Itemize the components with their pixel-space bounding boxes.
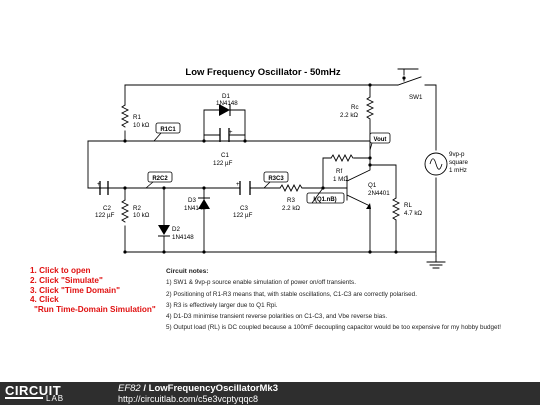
probe-iq1: I(Q1.nB) (313, 197, 336, 203)
label-r1-value: 10 kΩ (133, 122, 150, 129)
label-source-line3: 1 mHz (449, 167, 467, 174)
instruction-step-3: 3. Click "Time Domain" (30, 285, 120, 295)
label-c1-name: C1 (221, 152, 229, 159)
probe-vout: Vout (374, 137, 387, 143)
label-c3-value: 122 µF (233, 212, 253, 219)
label-r2-value: 10 kΩ (133, 212, 150, 219)
probe-r1c1: R1C1 (160, 127, 176, 133)
svg-text:+: + (97, 182, 101, 188)
note-2: 2) Positioning of R1-R3 means that, with… (166, 290, 417, 298)
label-sw1: SW1 (409, 94, 423, 101)
label-c2-value: 122 µF (95, 212, 115, 219)
circuitlab-logo-sub: LAB (46, 394, 65, 403)
probe-r3c3: R3C3 (268, 176, 284, 182)
footer-separator: / (140, 383, 149, 394)
footer-title[interactable]: EF82 / LowFrequencyOscillatorMk3 (118, 383, 278, 394)
svg-text:+: + (229, 130, 233, 136)
label-rc-value: 2.2 kΩ (340, 112, 358, 119)
label-r1-name: R1 (133, 114, 141, 121)
circuitlab-logo[interactable]: CIRCUIT (5, 383, 62, 398)
label-rf-name: Rf (336, 168, 342, 175)
note-3: 3) R3 is effectively larger due to Q1 Rp… (166, 301, 278, 309)
label-d1-name: D1 (222, 93, 230, 100)
instruction-step-4: 4. Click (30, 295, 59, 305)
note-5: 5) Output load (RL) is DC coupled becaus… (166, 324, 501, 332)
notes-heading: Circuit notes: (166, 268, 209, 275)
label-d1-value: 1N4148 (216, 100, 238, 107)
label-d2-name: D2 (172, 226, 180, 233)
label-rf-value: 1 MΩ (333, 176, 348, 183)
instruction-step-1: 1. Click to open (30, 266, 91, 275)
label-r3-name: R3 (287, 197, 295, 204)
label-r2-name: R2 (133, 205, 141, 212)
probe-r2c2: R2C2 (152, 176, 168, 182)
logo-underline (5, 397, 43, 399)
label-q1-name: Q1 (368, 182, 377, 189)
instruction-step-4-detail: "Run Time-Domain Simulation" (34, 305, 156, 315)
label-c2-name: C2 (103, 205, 111, 212)
circuit-title: Low Frequency Oscillator - 50mHz (185, 67, 340, 78)
note-4: 4) D1-D3 minimise transient reverse pola… (166, 313, 388, 321)
note-1: 1) SW1 & 9vp-p source enable simulation … (166, 279, 356, 287)
label-d2-value: 1N4148 (172, 234, 194, 241)
label-source-line2: square (449, 159, 468, 166)
footer-owner[interactable]: EF82 (118, 383, 141, 394)
footer-circuit-name[interactable]: LowFrequencyOscillatorMk3 (148, 383, 278, 394)
instruction-step-2: 2. Click "Simulate" (30, 275, 103, 285)
label-source-line1: 9vp-p (449, 151, 465, 158)
label-c1-value: 122 µF (213, 160, 233, 167)
circuit-notes: Circuit notes: 1) SW1 & 9vp-p source ena… (166, 266, 501, 334)
label-rl-value: 4.7 kΩ (404, 210, 422, 217)
label-d3-value: 1N4148 (184, 205, 206, 212)
label-r3-value: 2.2 kΩ (282, 205, 300, 212)
run-instructions: 1. Click to open 2. Click "Simulate" 3. … (30, 266, 156, 315)
label-rc-name: Rc (351, 104, 359, 111)
label-rl-name: RL (404, 202, 412, 209)
label-d3-name: D3 (188, 197, 196, 204)
svg-text:+: + (236, 182, 240, 188)
footer-url[interactable]: http://circuitlab.com/c5e3vcptyqqc8 (118, 394, 259, 404)
label-q1-value: 2N4401 (368, 190, 390, 197)
label-c3-name: C3 (240, 205, 248, 212)
footer-bar: CIRCUIT LAB EF82 / LowFrequencyOscillato… (0, 382, 540, 405)
